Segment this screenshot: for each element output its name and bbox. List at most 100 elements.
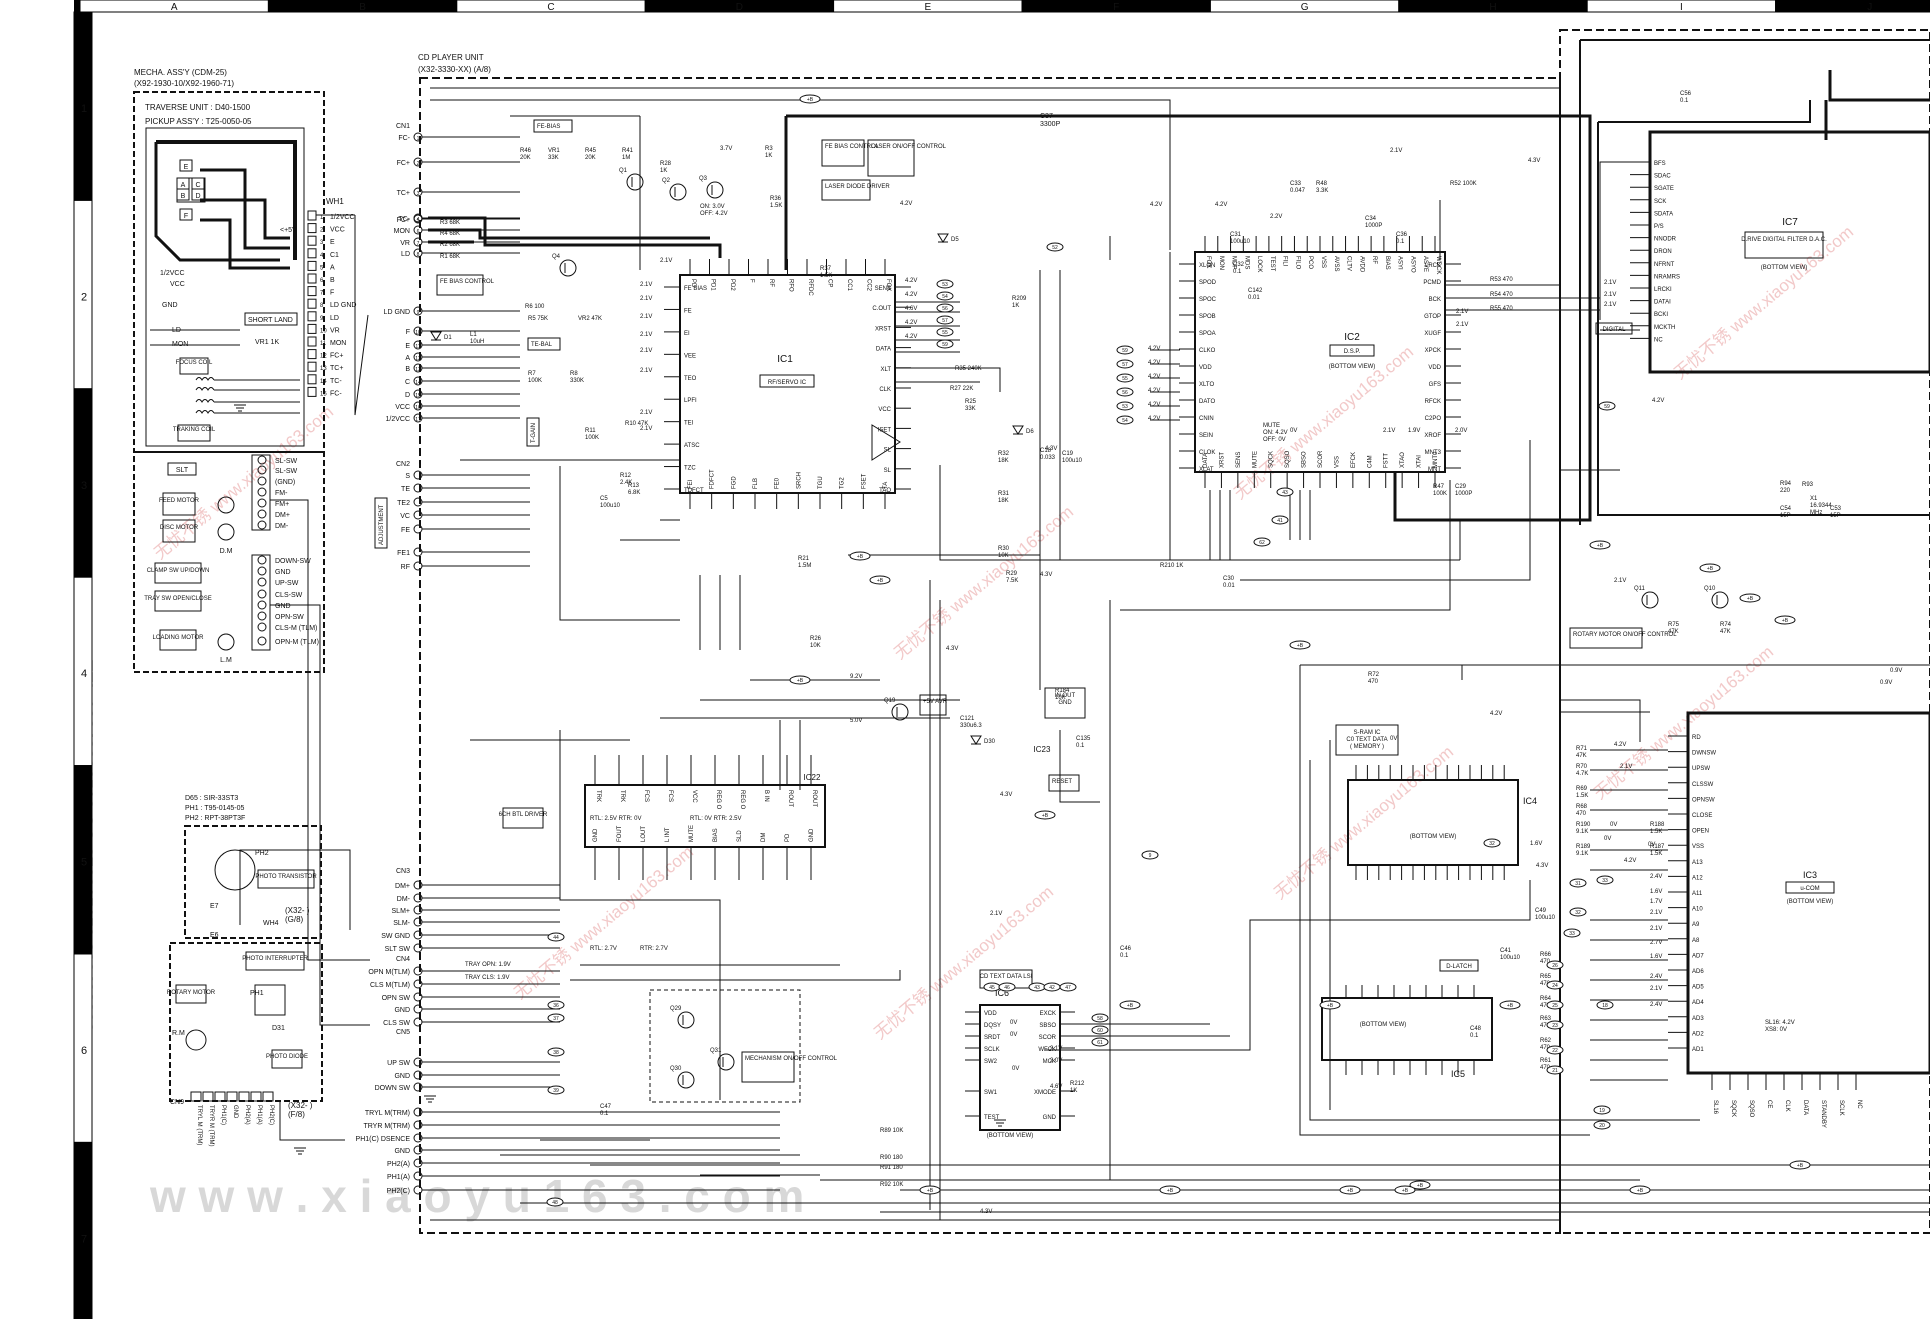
net-connector-label: 60 — [1097, 1028, 1103, 1034]
ic2-pin: MON — [1218, 256, 1224, 270]
ic2-pin: XPCK — [1425, 348, 1441, 354]
ic2-pin: PCO — [1307, 256, 1313, 269]
component-ref-label: R90 180 — [880, 1155, 903, 1161]
voltage-label: 1.6V — [1650, 954, 1662, 960]
ic3-pin: SQSO — [1748, 1100, 1754, 1118]
cn9-pin-label: PH2(C) — [268, 1105, 274, 1125]
svg-text:L.M: L.M — [220, 657, 232, 664]
svg-text:PH1 : T95-0145-05: PH1 : T95-0145-05 — [185, 805, 245, 812]
svg-text:R.M: R.M — [172, 1030, 185, 1037]
cn1-pin-label: B — [405, 366, 410, 373]
photodiode-segment-label: B — [181, 193, 186, 200]
ic3-pin: CE — [1766, 1100, 1772, 1108]
net-connector-label: 61 — [1097, 1040, 1103, 1046]
voltage-label: 2.1V — [640, 314, 652, 320]
ic3-func: u-COM — [1800, 886, 1819, 892]
ic1-pin: CP — [827, 279, 833, 287]
row-label: 3 — [81, 480, 87, 492]
net-connector-label: 41 — [1277, 518, 1283, 524]
svg-text:+B: +B — [1707, 566, 1714, 572]
svg-text:+B: +B — [1797, 1163, 1804, 1169]
ic3-pin: RD — [1692, 735, 1701, 741]
ic3-pin: A11 — [1692, 891, 1703, 897]
ic2-pin: TEST — [1269, 256, 1275, 272]
ic2-pin: SEIN — [1199, 433, 1213, 439]
cn2-pin-label: FE1 — [397, 550, 410, 557]
motor-pin-label: GND — [275, 603, 291, 610]
net-connector-label: 24 — [1552, 983, 1558, 989]
transistor-label: Q19 — [884, 698, 896, 704]
ic7-pin: NFRNT — [1654, 262, 1675, 268]
cn1-pin-label: FC- — [398, 135, 410, 142]
ic22-pin: LOUT — [641, 826, 647, 842]
ic1-pin: FLB — [753, 478, 759, 489]
voltage-label: 0.9V — [1880, 680, 1892, 686]
tray-cls-label: TRAY CLS: 1.9V — [465, 975, 509, 981]
ic2-pin: GTOP — [1424, 314, 1441, 320]
net-connector-label: 36 — [553, 1003, 559, 1009]
ic7-pin: NC — [1654, 337, 1663, 343]
ic7-func: D.RIVE DIGITAL FILTER D.A.C. — [1741, 237, 1827, 243]
ic4-name: IC4 — [1523, 796, 1537, 806]
ic2-pin: MDP — [1231, 256, 1237, 269]
ic22-pin: FOUT — [617, 825, 623, 842]
ic2-pin: XRST — [1219, 452, 1225, 468]
svg-text:1: 1 — [320, 215, 324, 221]
ic7-pin: SCK — [1654, 199, 1666, 205]
ic1-pin: PD — [690, 279, 696, 288]
clamp-sw-label: CLAMP SW UP/DOWN — [147, 568, 210, 574]
cn6-pin-label: GND — [394, 1148, 410, 1155]
wh1-pin-label: FC- — [330, 390, 342, 397]
voltage-label: 0V — [1604, 836, 1611, 842]
voltage-label: 4.3V — [946, 646, 958, 652]
ic2-pin: SQSO — [1285, 450, 1291, 468]
ic22-pin: GND — [593, 828, 599, 842]
ic3-pin: A8 — [1692, 938, 1700, 944]
ic23 — [1044, 687, 1086, 719]
wh1-pin-label: A — [330, 264, 335, 271]
voltage-label: 1.6V — [1650, 889, 1662, 895]
ic2-pin: SPOA — [1199, 331, 1216, 337]
svg-text:17: 17 — [415, 417, 421, 423]
svg-text:MON: MON — [172, 341, 188, 348]
svg-text:PH2: PH2 — [255, 850, 269, 857]
ic22-pin: FCS — [667, 790, 673, 802]
cn9-pin-label: GND — [232, 1105, 238, 1119]
wiring — [150, 29, 1930, 1221]
ic3-pin: OPNSW — [1692, 797, 1715, 803]
ic6-pin: XMODE — [1034, 1090, 1056, 1096]
svg-text:GND: GND — [162, 302, 178, 309]
cn6-pin-label: PH1(A) — [387, 1174, 410, 1181]
ic2-pin: XROF — [1424, 433, 1441, 439]
voltage-label: 4.6V — [1050, 1084, 1062, 1090]
net-connector-label: 19 — [1599, 1108, 1605, 1114]
ic2-pin: DATA — [1203, 453, 1209, 468]
svg-text:+B: +B — [1637, 1188, 1644, 1194]
cn9-pin-label: TRYR M (TRM) — [208, 1105, 214, 1147]
ic3-pin: AD7 — [1692, 953, 1704, 959]
net-connector-label: 21 — [1552, 1068, 1558, 1074]
voltage-label: 2.1V — [1650, 926, 1662, 932]
net-connector-label: 55 — [942, 330, 948, 336]
ic22-pin: ROUT — [787, 790, 793, 807]
motor-pin-label: CLS-M (TLM) — [275, 625, 317, 632]
svg-text:12: 12 — [320, 354, 327, 360]
wh1-pin-label: 1/2VCC — [330, 214, 355, 221]
ic1 — [679, 274, 896, 494]
net-connector-label: 38 — [553, 1050, 559, 1056]
mechanism-box — [649, 989, 801, 1103]
ic1-pin: FGD — [731, 476, 737, 489]
svg-text:+B: +B — [1507, 1003, 1514, 1009]
